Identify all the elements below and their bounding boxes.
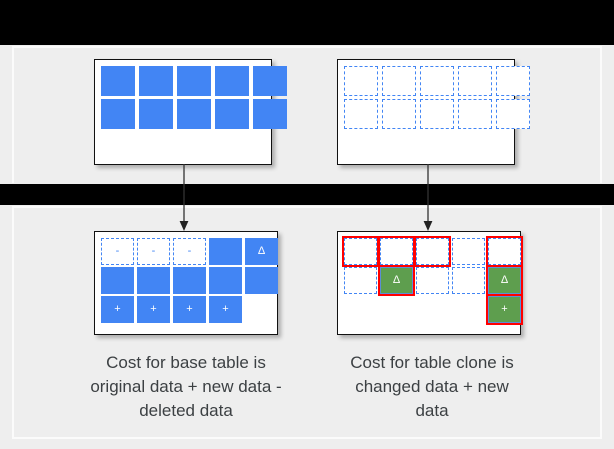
clone-pointer-cell-r1c4[interactable] bbox=[458, 66, 492, 96]
cell-glyph: - bbox=[115, 245, 120, 257]
clone-changed-cell-r3c3 bbox=[416, 296, 449, 323]
base-original-cell-r1c3[interactable] bbox=[177, 66, 211, 96]
cell-glyph: Δ bbox=[392, 274, 401, 286]
clone-changed-cell-r3c4 bbox=[452, 296, 485, 323]
base-changed-cell-r2c1[interactable] bbox=[101, 267, 134, 294]
guide-bottom-edge bbox=[12, 437, 602, 439]
table-clone-pointers-grid bbox=[344, 66, 530, 129]
clone-changed-cell-r1c1[interactable] bbox=[342, 236, 379, 267]
base-original-cell-r2c1[interactable] bbox=[101, 99, 135, 129]
clone-pointer-cell-r2c4[interactable] bbox=[458, 99, 492, 129]
table-clone-after-changes-card[interactable]: Δ Δ + bbox=[337, 231, 523, 335]
clone-pointer-cell-r2c1[interactable] bbox=[344, 99, 378, 129]
base-changed-cell-r1c1[interactable]: - bbox=[101, 238, 134, 265]
base-changed-cell-r1c2[interactable]: - bbox=[137, 238, 170, 265]
base-changed-cell-r1c5[interactable]: Δ bbox=[245, 238, 278, 265]
base-changed-cell-r3c2[interactable]: + bbox=[137, 296, 170, 323]
guide-left-top bbox=[12, 47, 14, 183]
cell-glyph: + bbox=[114, 303, 121, 315]
base-original-cell-r1c5[interactable] bbox=[253, 66, 287, 96]
clone-pointer-cell-r2c3[interactable] bbox=[420, 99, 454, 129]
clone-pointer-cell-r1c3[interactable] bbox=[420, 66, 454, 96]
base-changed-cell-r1c3[interactable]: - bbox=[173, 238, 206, 265]
clone-changed-cell-r2c4[interactable] bbox=[452, 267, 485, 294]
cell-glyph: + bbox=[222, 303, 229, 315]
clone-changed-cell-r2c5[interactable]: Δ bbox=[486, 265, 523, 296]
base-original-cell-r2c3[interactable] bbox=[177, 99, 211, 129]
cell-glyph: - bbox=[187, 245, 192, 257]
clone-changed-cell-r2c2[interactable]: Δ bbox=[378, 265, 415, 296]
guide-right-top bbox=[600, 47, 602, 183]
base-table-after-changes-grid: - - - Δ + + + + bbox=[101, 238, 278, 323]
top-black-band bbox=[0, 0, 614, 45]
guide-mid-edge bbox=[12, 206, 602, 208]
clone-changed-cell-r2c3[interactable] bbox=[416, 267, 449, 294]
cell-glyph: + bbox=[186, 303, 193, 315]
guide-right-bottom bbox=[600, 207, 602, 438]
clone-pointer-cell-r1c1[interactable] bbox=[344, 66, 378, 96]
clone-changed-cell-r2c1[interactable] bbox=[344, 267, 377, 294]
clone-changed-cell-r3c2 bbox=[380, 296, 413, 323]
guide-left-bottom bbox=[12, 207, 14, 438]
clone-changed-cell-r3c1 bbox=[344, 296, 377, 323]
base-original-cell-r1c1[interactable] bbox=[101, 66, 135, 96]
guide-top-edge bbox=[12, 46, 602, 48]
base-changed-cell-r2c4[interactable] bbox=[209, 267, 242, 294]
clone-changed-cell-r3c5[interactable]: + bbox=[486, 294, 523, 325]
clone-changed-cell-r1c5[interactable] bbox=[486, 236, 523, 267]
clone-pointer-cell-r2c2[interactable] bbox=[382, 99, 416, 129]
base-changed-cell-r3c3[interactable]: + bbox=[173, 296, 206, 323]
cell-glyph: + bbox=[501, 303, 508, 315]
base-original-cell-r2c2[interactable] bbox=[139, 99, 173, 129]
table-clone-after-changes-grid: Δ Δ + bbox=[342, 236, 523, 325]
cell-glyph: Δ bbox=[500, 274, 509, 286]
cell-glyph: - bbox=[151, 245, 156, 257]
base-changed-cell-r3c4[interactable]: + bbox=[209, 296, 242, 323]
base-original-cell-r1c4[interactable] bbox=[215, 66, 249, 96]
table-clone-pointers-card[interactable] bbox=[337, 59, 530, 165]
arrow-clone-down bbox=[423, 164, 433, 231]
base-changed-cell-r2c5[interactable] bbox=[245, 267, 278, 294]
clone-pointer-cell-r1c2[interactable] bbox=[382, 66, 416, 96]
base-table-original-grid bbox=[101, 66, 287, 129]
base-original-cell-r2c4[interactable] bbox=[215, 99, 249, 129]
clone-table-caption: Cost for table clone is changed data + n… bbox=[350, 353, 514, 421]
middle-black-band bbox=[0, 184, 614, 205]
base-original-cell-r1c2[interactable] bbox=[139, 66, 173, 96]
base-table-caption: Cost for base table is original data + n… bbox=[90, 353, 282, 421]
base-changed-cell-r2c3[interactable] bbox=[173, 267, 206, 294]
arrow-base-down bbox=[179, 164, 189, 231]
base-changed-cell-r3c1[interactable]: + bbox=[101, 296, 134, 323]
base-original-cell-r2c5[interactable] bbox=[253, 99, 287, 129]
base-changed-cell-r3c5 bbox=[245, 296, 278, 323]
base-table-after-changes-card[interactable]: - - - Δ + + + + bbox=[94, 231, 278, 335]
base-table-original-card[interactable] bbox=[94, 59, 287, 165]
clone-changed-cell-r1c4[interactable] bbox=[452, 238, 485, 265]
clone-changed-cell-r1c2[interactable] bbox=[378, 236, 415, 267]
clone-pointer-cell-r2c5[interactable] bbox=[496, 99, 530, 129]
base-changed-cell-r2c2[interactable] bbox=[137, 267, 170, 294]
base-changed-cell-r1c4[interactable] bbox=[209, 238, 242, 265]
cell-glyph: + bbox=[150, 303, 157, 315]
cell-glyph: Δ bbox=[257, 245, 266, 257]
clone-pointer-cell-r1c5[interactable] bbox=[496, 66, 530, 96]
clone-changed-cell-r1c3[interactable] bbox=[414, 236, 451, 267]
